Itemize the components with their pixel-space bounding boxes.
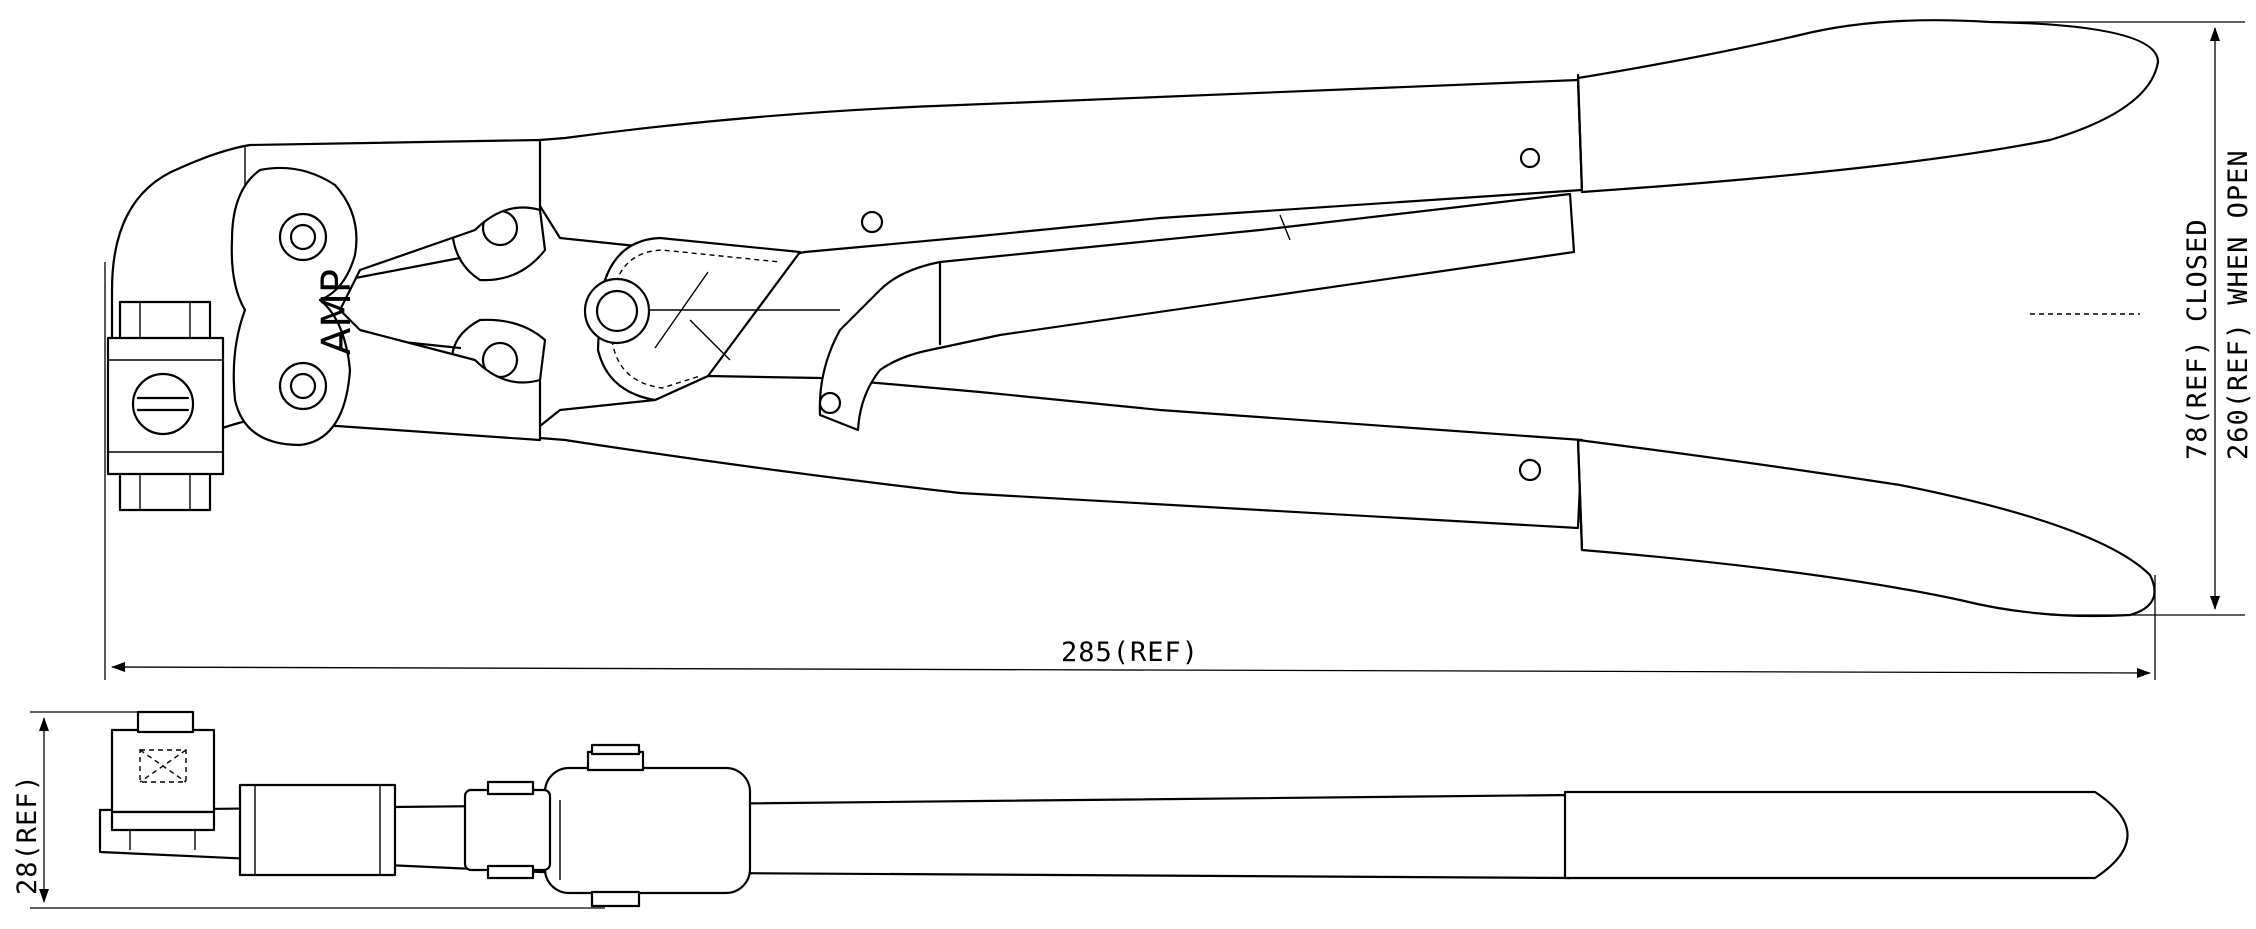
side-pivot-housing <box>543 766 752 895</box>
top-view: AMP <box>106 19 2160 618</box>
lower-grip <box>1576 438 2156 618</box>
side-view <box>98 710 2129 908</box>
slotted-screw-icon <box>131 372 195 436</box>
side-grip <box>1563 790 2129 880</box>
side-die-block <box>110 728 216 814</box>
upper-rivet-icon <box>1519 147 1541 169</box>
dimension-open-height: 78(REF) CLOSED 260(REF) WHEN OPEN <box>1985 21 2254 616</box>
open-height-label: 260(REF) WHEN OPEN <box>2223 149 2254 460</box>
lower-rivet-icon <box>1518 458 1542 482</box>
lower-grip-collar <box>1576 438 1584 552</box>
ratchet-link <box>818 192 1576 432</box>
closed-height-label: 78(REF) CLOSED <box>2182 218 2213 460</box>
dimension-thickness: 28(REF) <box>12 711 605 909</box>
side-ratchet-disk <box>238 783 397 877</box>
ratchet-plate <box>596 236 802 402</box>
die-clip-bottom <box>118 468 212 512</box>
upper-grip <box>1576 19 2160 194</box>
arm-hole-lower-icon <box>818 391 842 415</box>
side-link-boss <box>463 788 552 872</box>
upper-handle-arm <box>533 78 1584 274</box>
dimension-length: 285(REF) <box>104 262 2156 680</box>
upper-grip-collar <box>1576 73 1584 194</box>
main-pivot-inner-icon <box>595 289 639 333</box>
die-pin-upper-inner-icon <box>289 223 317 251</box>
die-pin-lower-inner-icon <box>289 372 317 400</box>
arm-hole-upper-icon <box>860 210 884 234</box>
amp-logo: AMP <box>314 269 360 355</box>
lower-handle-arm <box>533 374 1584 530</box>
thickness-label: 28(REF) <box>12 774 43 895</box>
length-label: 285(REF) <box>1061 637 1199 668</box>
die-clip-top <box>118 300 212 344</box>
